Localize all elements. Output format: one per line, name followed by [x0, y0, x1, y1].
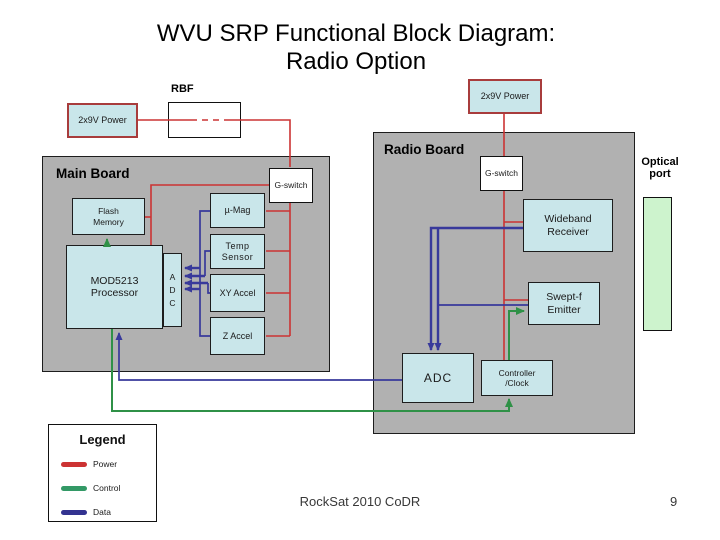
optical-port-box: [643, 197, 672, 331]
mu-mag-box: µ-Mag: [210, 193, 265, 228]
xy-accel-label: XY Accel: [219, 287, 256, 298]
temp-sensor-line2: Sensor: [221, 251, 254, 262]
adc-column-a: A: [169, 271, 176, 282]
swept-f-line1: Swept-f: [546, 291, 582, 304]
legend-label-control: Control: [93, 483, 121, 493]
temp-sensor-box: Temp Sensor: [210, 234, 265, 269]
power-radio-box: 2x9V Power: [468, 79, 542, 114]
g-switch-main-label: G-switch: [274, 180, 308, 191]
rbf-label: RBF: [171, 83, 194, 95]
wideband-receiver-box: Wideband Receiver: [523, 199, 613, 252]
controller-line2: /Clock: [505, 378, 529, 388]
g-switch-radio-label: G-switch: [484, 168, 519, 179]
power-radio-label: 2x9V Power: [480, 91, 530, 102]
mu-mag-label: µ-Mag: [224, 205, 251, 216]
legend-swatch-power: [61, 462, 87, 467]
temp-sensor-line1: Temp: [225, 240, 250, 251]
processor-line1: MOD5213: [90, 274, 139, 287]
slide-title: WVU SRP Functional Block Diagram: Radio …: [0, 20, 712, 76]
legend-label-data: Data: [93, 507, 111, 517]
radio-board-label: Radio Board: [384, 142, 465, 157]
flash-memory-box: Flash Memory: [72, 198, 145, 235]
flash-memory-line2: Memory: [93, 216, 124, 227]
processor-box: MOD5213 Processor: [66, 245, 163, 329]
legend-swatch-data: [61, 510, 87, 515]
adc-radio-box: ADC: [402, 353, 474, 403]
rbf-box: [168, 102, 241, 138]
legend-item-data: Data: [49, 507, 156, 519]
xy-accel-box: XY Accel: [210, 274, 265, 312]
power-left-box: 2x9V Power: [67, 103, 138, 138]
g-switch-radio-box: G-switch: [480, 156, 523, 191]
adc-radio-label: ADC: [423, 370, 453, 385]
slide-title-line1: WVU SRP Functional Block Diagram:: [156, 20, 556, 47]
adc-column-d: D: [169, 284, 176, 295]
wideband-line1: Wideband: [544, 213, 592, 226]
controller-line1: Controller: [498, 367, 536, 378]
optical-port-line1: Optical: [641, 156, 679, 168]
adc-column-c: C: [169, 297, 176, 308]
main-board-label: Main Board: [56, 166, 130, 181]
footer-text: RockSat 2010 CoDR: [299, 494, 421, 509]
flash-memory-line1: Flash: [98, 206, 119, 217]
optical-port-line2: port: [649, 168, 671, 180]
wideband-line2: Receiver: [547, 225, 589, 238]
controller-clock-box: Controller /Clock: [481, 360, 553, 396]
legend-label-power: Power: [93, 459, 118, 469]
swept-f-line2: Emitter: [547, 303, 581, 316]
legend-box: Legend Power Control Data: [48, 424, 157, 522]
legend-swatch-control: [61, 486, 87, 491]
legend-title: Legend: [79, 432, 126, 447]
page-number: 9: [670, 494, 678, 509]
processor-line2: Processor: [90, 287, 139, 299]
slide-title-line2: Radio Option: [285, 48, 427, 75]
adc-column-box: A D C: [163, 253, 182, 327]
g-switch-main-box: G-switch: [269, 168, 313, 203]
legend-item-power: Power: [49, 459, 156, 471]
z-accel-label: Z Accel: [222, 330, 253, 341]
z-accel-box: Z Accel: [210, 317, 265, 355]
optical-port-label: Optical port: [633, 156, 687, 180]
legend-item-control: Control: [49, 483, 156, 495]
power-left-label: 2x9V Power: [78, 115, 127, 126]
swept-f-emitter-box: Swept-f Emitter: [528, 282, 600, 325]
